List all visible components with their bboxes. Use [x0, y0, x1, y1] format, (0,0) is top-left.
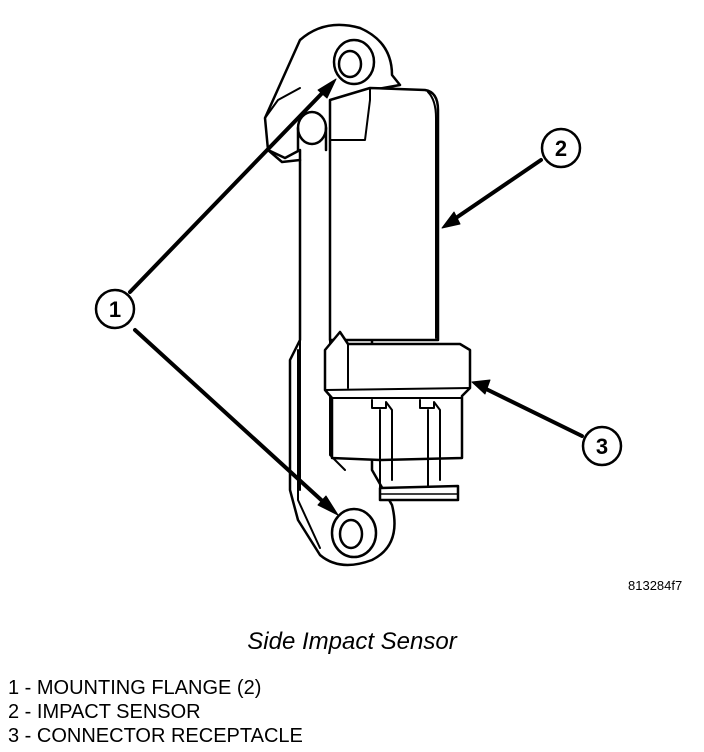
leader-lines [128, 83, 584, 510]
callout-2-number: 2 [555, 136, 567, 161]
upper-mounting-hole [332, 38, 376, 86]
callout-3: 3 [581, 425, 623, 467]
connector-receptacle [323, 330, 472, 502]
lower-mounting-hole [330, 507, 378, 559]
callout-3-number: 3 [596, 434, 608, 459]
callout-2: 2 [540, 127, 582, 169]
legend-item: 2 - IMPACT SENSOR [8, 701, 201, 723]
sensor-diagram: 1 2 3 [94, 23, 623, 567]
callout-1-number: 1 [109, 297, 121, 322]
upper-boss [296, 110, 328, 152]
legend: 1 - MOUNTING FLANGE (2) 2 - IMPACT SENSO… [8, 676, 303, 748]
figure-caption: Side Impact Sensor [247, 628, 457, 655]
callout-1: 1 [94, 288, 136, 330]
legend-item: 3 - CONNECTOR RECEPTACLE [8, 725, 303, 747]
impact-sensor-body [328, 86, 440, 471]
arrowheads [317, 78, 491, 516]
figure-id: 813284f7 [628, 578, 683, 593]
legend-item: 1 - MOUNTING FLANGE (2) [8, 677, 262, 699]
